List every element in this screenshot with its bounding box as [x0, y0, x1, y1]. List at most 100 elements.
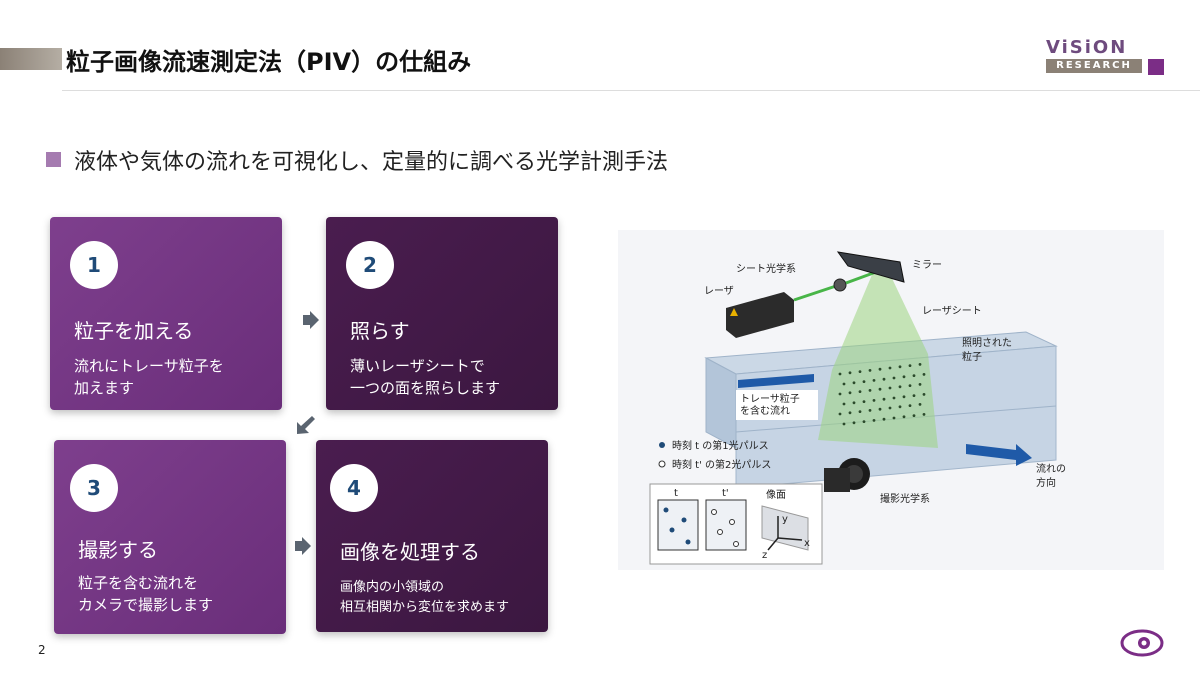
particle-dot: [898, 385, 902, 389]
particle-dot: [922, 413, 926, 416]
particle-dot: [892, 396, 896, 400]
particle-dot: [902, 415, 906, 419]
pulse2-marker: [658, 460, 666, 468]
label-frame-t: t: [674, 488, 678, 499]
particle-dot: [892, 416, 896, 420]
particle-dot: [918, 403, 922, 406]
particle-dot: [922, 373, 926, 376]
particle-dot: [842, 402, 846, 406]
flow-direction-arrow-icon: [966, 444, 1032, 466]
channel-end: [705, 357, 737, 449]
corner-logo-icon: [1120, 629, 1164, 657]
particle-dot: [858, 370, 862, 373]
piv-diagram-svg: シート光学系 ミラー レーザ レーザシート 照明された 粒子 トレーサ粒子 を含…: [649, 251, 1066, 565]
particle-dot: [882, 417, 886, 421]
particle-dot: [898, 365, 902, 369]
particle-dot: [912, 374, 916, 377]
particle-dot: [908, 364, 912, 367]
particle-dot: [862, 400, 866, 403]
step-desc-3: 粒子を含む流れを カメラで撮影します: [78, 572, 213, 616]
label-pulse2: 時刻 t' の第2光パルス: [672, 458, 771, 471]
frame-t: [657, 499, 699, 551]
frame-t2: [705, 499, 747, 551]
arrow-right-icon: [303, 311, 319, 329]
particle-dot: [858, 390, 862, 393]
label-flow-dir-1: 流れの: [1036, 462, 1066, 475]
particle-dot: [898, 405, 902, 409]
step-card-4: 4 画像を処理する 画像内の小領域の 相互相関から変位を求めます: [316, 440, 548, 632]
particle-dot: [838, 392, 842, 396]
label-tracer-2: を含む流れ: [740, 404, 790, 417]
particle-dot: [868, 369, 872, 372]
particle-dot: [878, 367, 882, 371]
step-desc-line: 粒子を含む流れを: [78, 574, 199, 592]
step-desc-line: 一つの面を照らします: [350, 379, 501, 397]
vision-research-logo: ViSiON RESEARCH: [1046, 37, 1166, 77]
particle-dot: [842, 422, 846, 426]
header-accent-bar: [0, 48, 62, 70]
step-desc-line: 流れにトレーサ粒子を: [74, 357, 224, 375]
step-desc-line: 薄いレーザシートで: [350, 357, 485, 375]
step-number-3: 3: [70, 464, 118, 512]
particle-dot: [878, 387, 882, 391]
particle-dot: [902, 395, 906, 399]
particle-dot: [888, 406, 892, 410]
particle-dot: [848, 391, 852, 395]
pulse1-marker: [659, 442, 665, 448]
particle-dot: [838, 372, 842, 376]
step-number-1: 1: [70, 241, 118, 289]
step-card-1: 1 粒子を加える 流れにトレーサ粒子を 加えます: [50, 217, 282, 410]
particle-dot: [908, 404, 912, 407]
particle-dot: [862, 420, 866, 423]
step-number-2: 2: [346, 241, 394, 289]
step-number-4: 4: [330, 464, 378, 512]
step-desc-line: 相互相関から変位を求めます: [340, 600, 510, 615]
label-mirror: ミラー: [912, 259, 942, 271]
sheet-optics-lens: [833, 278, 847, 292]
particle-dot: [852, 401, 856, 405]
axis-x-line: [777, 537, 803, 541]
laser-device: [726, 292, 794, 338]
particle-dot: [882, 377, 886, 381]
particle-dot: [912, 394, 916, 397]
logo-square: [1148, 59, 1164, 75]
title-box: 粒子画像流速測定法（PIV）の仕組み: [62, 38, 480, 80]
particle-dot: [872, 419, 876, 422]
axis-z-line: [767, 537, 779, 551]
logo-text-bottom: RESEARCH: [1046, 59, 1142, 73]
page-number: 2: [38, 643, 46, 657]
header-divider: [62, 90, 1200, 91]
particle-dot: [872, 379, 876, 382]
step-title-2: 照らす: [350, 319, 410, 343]
particle-dot: [878, 407, 882, 411]
particle-dot: [918, 383, 922, 386]
step-desc-4: 画像内の小領域の 相互相関から変位を求めます: [340, 578, 509, 618]
laser-sheet: [818, 270, 938, 448]
particle-dot: [838, 412, 842, 416]
particle-dot: [912, 414, 916, 417]
label-illuminated-1: 照明された: [962, 337, 1012, 349]
tracer-label-bg: [736, 390, 818, 420]
laser-warning-icon: [730, 308, 738, 316]
step-card-3: 3 撮影する 粒子を含む流れを カメラで撮影します: [54, 440, 286, 634]
step-desc-2: 薄いレーザシートで 一つの面を照らします: [350, 355, 500, 399]
particles: [838, 363, 926, 426]
particle-dot: [892, 376, 896, 380]
label-axis-z: z: [762, 550, 767, 561]
particle-dot: [872, 399, 876, 402]
particle-dot: [852, 421, 856, 425]
step-desc-line: 加えます: [74, 379, 135, 397]
laser-beam-2: [845, 270, 877, 285]
particle-dot: [842, 382, 846, 386]
label-imaging-optics: 撮影光学系: [880, 492, 930, 505]
flow-arrow-left: [738, 374, 814, 388]
particle-dot: [888, 386, 892, 390]
particle-dot: [918, 363, 922, 366]
particle-dot: [902, 375, 906, 379]
arrow-down-left-icon: [297, 416, 315, 434]
label-axis-y: y: [782, 514, 788, 525]
label-frame-t2: t': [722, 488, 729, 499]
step-title-1: 粒子を加える: [74, 319, 194, 343]
particle-dot: [848, 371, 852, 375]
label-illuminated-2: 粒子: [962, 350, 982, 363]
